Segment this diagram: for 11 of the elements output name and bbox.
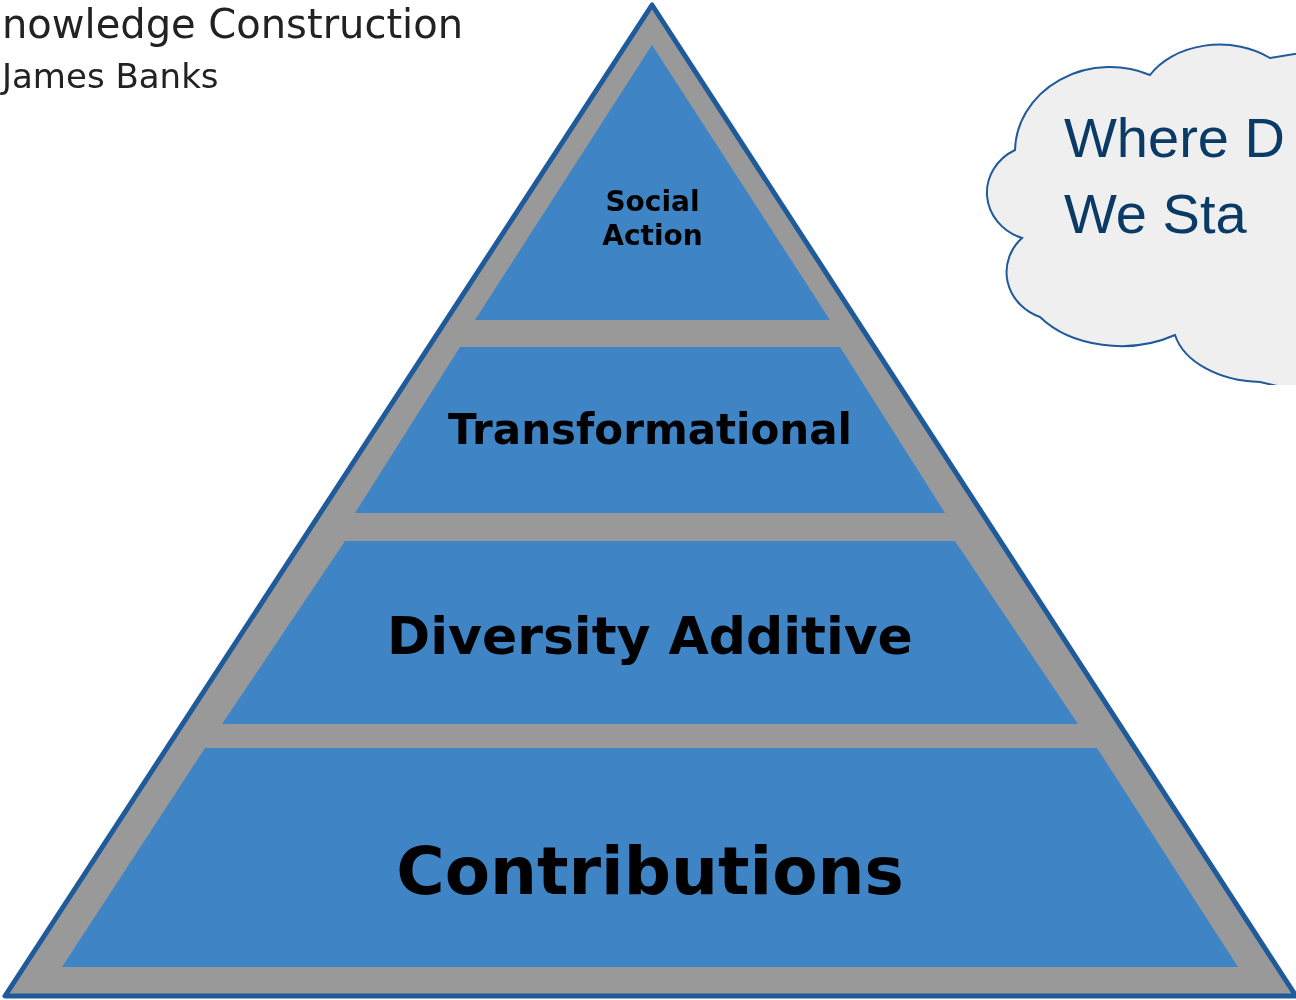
tier-label: Diversity Additive <box>386 605 914 668</box>
title: nowledge Construction <box>2 0 464 48</box>
pyramid-tier <box>475 45 830 320</box>
pyramid-tier <box>355 347 945 513</box>
tier-label: Contributions <box>395 832 905 912</box>
tier-label: Social Action <box>601 185 704 253</box>
pyramid-tier <box>62 748 1238 967</box>
tier-label: Transformational <box>447 405 853 456</box>
author-label: James Banks <box>2 56 219 97</box>
pyramid-tier <box>222 541 1078 724</box>
cloud-text: Where D We Sta <box>1064 105 1286 247</box>
